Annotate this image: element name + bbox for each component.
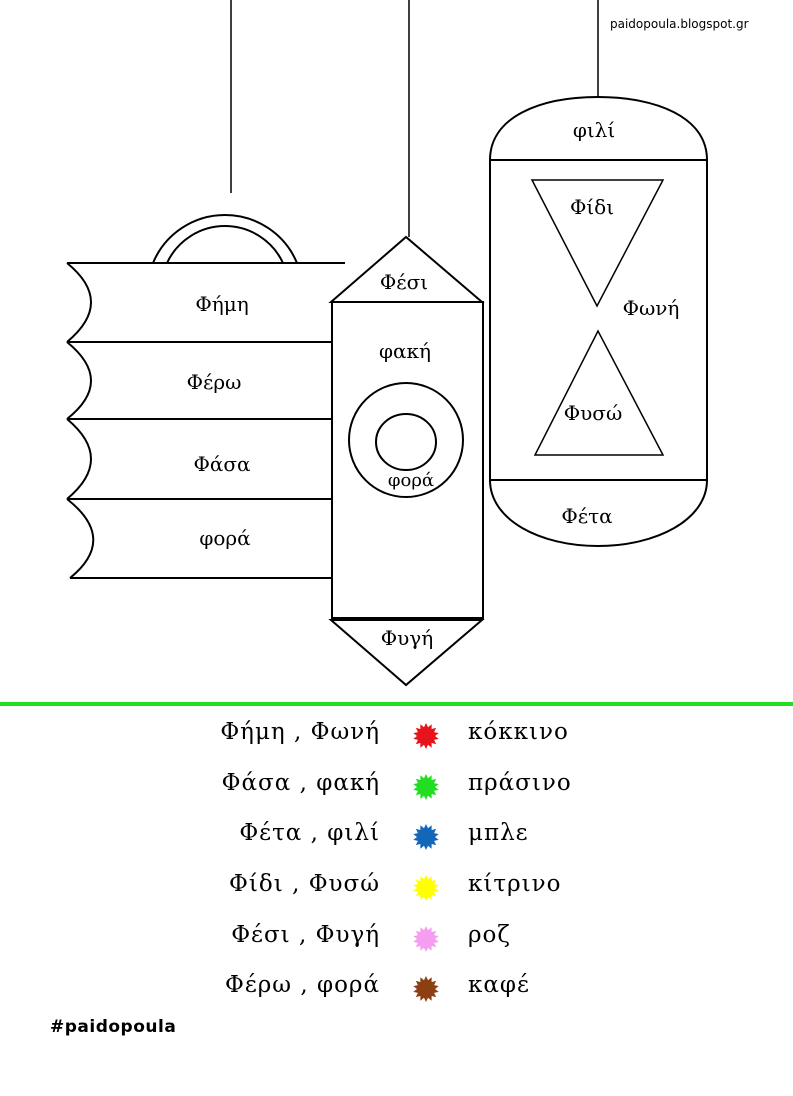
legend-words: Φέτα , φιλί xyxy=(239,820,380,846)
color-star-icon xyxy=(413,774,439,800)
capsule-middle-word: Φωνή xyxy=(623,296,680,320)
hexagonal-lantern xyxy=(328,235,485,687)
color-star-icon xyxy=(413,824,439,850)
hex-top-word: Φέσι xyxy=(380,270,428,294)
legend-color-name: κόκκινο xyxy=(468,719,569,745)
legend-color-name: κίτρινο xyxy=(468,871,562,897)
ridged-row-4: φορά xyxy=(199,526,250,550)
capsule-triangle-up-word: Φυσώ xyxy=(564,401,623,425)
color-star-icon xyxy=(413,926,439,952)
legend-row: Φήμη , Φωνή κόκκινο xyxy=(0,719,793,759)
capsule-top-word: φιλί xyxy=(573,118,615,142)
color-star-icon xyxy=(413,875,439,901)
ridged-row-2: Φέρω xyxy=(187,370,242,394)
site-label: paidopoula.blogspot.gr xyxy=(610,17,749,31)
legend-words: Φήμη , Φωνή xyxy=(220,719,380,745)
color-star-icon xyxy=(413,976,439,1002)
legend-row: Φέρω , φορά καφέ xyxy=(0,972,793,1012)
hashtag: #paidopoula xyxy=(50,1017,177,1037)
hex-bottom-word: Φυγή xyxy=(381,626,434,650)
legend-words: Φίδι , Φυσώ xyxy=(229,871,380,897)
legend-row: Φέσι , Φυγή ροζ xyxy=(0,922,793,962)
ridged-lantern-body xyxy=(66,262,345,579)
ridged-row-1: Φήμη xyxy=(195,292,248,316)
capsule-lantern xyxy=(488,95,709,548)
legend-color-name: καφέ xyxy=(468,972,530,998)
section-divider xyxy=(0,702,793,706)
ridged-row-3: Φάσα xyxy=(193,452,250,476)
legend-words: Φέσι , Φυγή xyxy=(231,922,380,948)
legend-color-name: ροζ xyxy=(468,922,511,948)
hex-body-word: φακή xyxy=(379,339,431,363)
color-star-icon xyxy=(413,723,439,749)
legend-row: Φέτα , φιλί μπλε xyxy=(0,820,793,860)
capsule-triangle-down-word: Φίδι xyxy=(570,195,614,219)
legend-color-name: μπλε xyxy=(468,820,529,846)
capsule-bottom-word: Φέτα xyxy=(561,504,612,528)
legend-row: Φίδι , Φυσώ κίτρινο xyxy=(0,871,793,911)
legend-words: Φάσα , φακή xyxy=(221,770,380,796)
ridged-lantern-handle xyxy=(152,214,298,264)
legend-row: Φάσα , φακή πράσινο xyxy=(0,770,793,810)
legend-color-name: πράσινο xyxy=(468,770,572,796)
legend-words: Φέρω , φορά xyxy=(225,972,380,998)
hex-circle-word: φορά xyxy=(388,470,434,491)
